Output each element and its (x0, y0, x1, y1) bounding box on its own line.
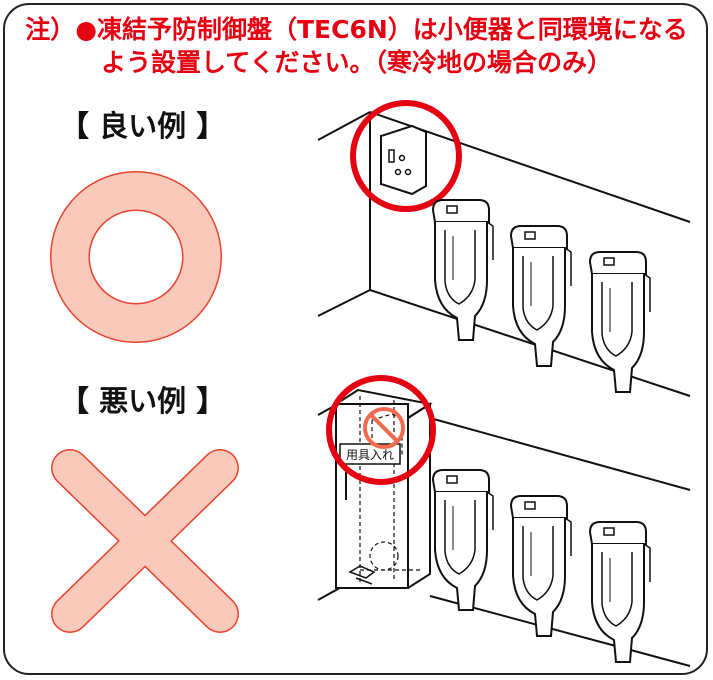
control-panel (380, 124, 427, 196)
urinal-good-2 (510, 225, 572, 367)
cross-mark (51, 449, 239, 633)
urinal-good-1 (432, 199, 494, 341)
urinal-good-3 (589, 251, 651, 393)
note-line-1: 注）●凍結予防制御盤（TEC6N）は小便器と同環境になる (25, 15, 688, 44)
notice-frame (3, 3, 708, 675)
cabinet-label: 用具入れ (346, 448, 394, 462)
good-highlight-circle (350, 100, 462, 212)
urinal-bad-1 (432, 469, 494, 611)
note-line-2: よう設置してください。（寒冷地の場合のみ） (100, 48, 612, 77)
storage-cabinet (333, 388, 433, 589)
urinal-bad-2 (510, 495, 572, 637)
prohibited-icon (363, 407, 405, 449)
bad-example-heading: 【 悪い例 】 (60, 384, 226, 418)
good-example-heading: 【 良い例 】 (60, 109, 226, 143)
bad-highlight-circle (326, 375, 436, 485)
